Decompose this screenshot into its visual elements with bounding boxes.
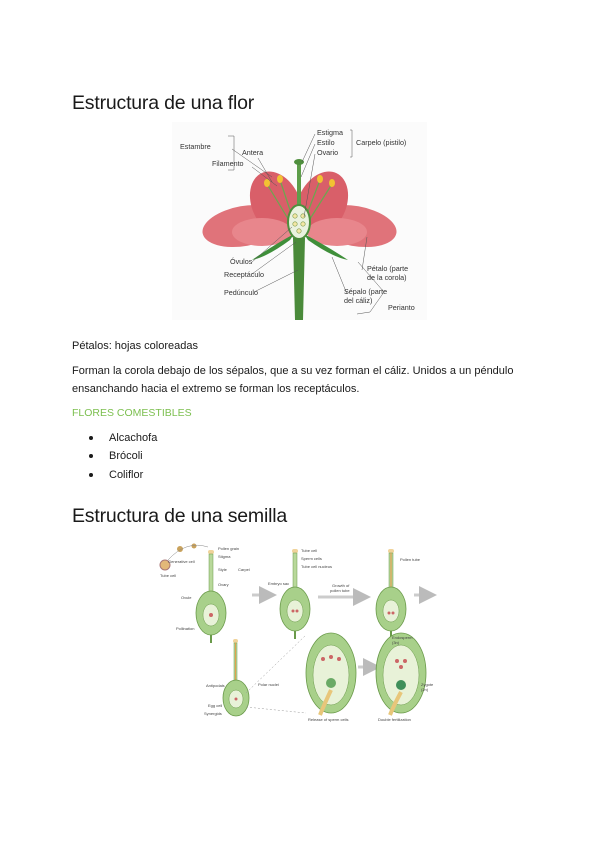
svg-text:Zygote: Zygote [421,682,434,687]
edible-flowers-heading: FLORES COMESTIBLES [72,407,192,419]
stigma [294,159,304,165]
svg-text:Pollen grain: Pollen grain [218,546,239,551]
style [297,164,301,214]
svg-text:Tube cell: Tube cell [301,548,317,553]
label-estambre: Estambre [180,142,211,151]
svg-text:Ovary: Ovary [218,582,229,587]
svg-text:Egg cell: Egg cell [208,703,222,708]
label-sepalo-2: del cáliz) [344,296,372,305]
sepal-left [252,234,294,260]
pollen-tube-panel [279,549,311,639]
svg-text:pollen tube: pollen tube [330,588,350,593]
label-estilo: Estilo [317,138,335,147]
label-ovario: Ovario [317,148,338,157]
label-estigma: Estigma [317,128,343,137]
svg-text:Growth of: Growth of [332,583,350,588]
svg-text:Ovule: Ovule [181,595,192,600]
anther [277,175,283,183]
section-title-flower: Estructura de una flor [72,92,255,114]
list-item: Brócoli [72,447,157,465]
embryo-sac-panel [222,639,250,717]
pollination-panel [159,543,227,643]
fertilization-illustration: Pollen grain Generative cell Tube cell S… [159,543,437,722]
sperm-release-panel [305,632,357,716]
svg-text:Embryo sac: Embryo sac [268,581,289,586]
ovary [287,204,311,240]
list-item: Coliflor [72,466,157,484]
svg-text:Endosperm: Endosperm [392,635,413,640]
tube-growth-panel [375,549,407,639]
anther [317,175,323,183]
svg-text:Tube cell: Tube cell [160,573,176,578]
svg-text:Generative cell: Generative cell [168,559,195,564]
list-item: Alcachofa [72,429,157,447]
anther [264,179,270,187]
stem [293,238,305,320]
svg-text:Release of sperm cells: Release of sperm cells [308,717,348,722]
section-title-seed: Estructura de una semilla [72,505,288,527]
label-receptaculo: Receptáculo [224,270,264,279]
flower-illustration: Estambre Antera Filamento Estigma Estilo… [180,128,415,320]
bullet [89,436,93,440]
label-carpelo: Carpelo (pistilo) [356,138,406,147]
label-petalo-2: de la corola) [367,273,407,282]
double-fertilization-panel [375,632,427,716]
svg-text:(3n): (3n) [392,640,400,645]
svg-text:Double fertilization: Double fertilization [378,717,411,722]
petal-front-left [232,218,292,246]
svg-text:Pollen tube: Pollen tube [400,557,421,562]
svg-text:Polar nuclei: Polar nuclei [258,682,279,687]
petals-definition: Pétalos: hojas coloreadas [72,340,198,352]
anther [329,179,335,187]
petals-description: Forman la corola debajo de los sépalos, … [72,365,514,395]
label-ovulos: Óvulos [230,257,253,266]
svg-text:Stigma: Stigma [218,554,231,559]
edible-flowers-list: Alcachofa Brócoli Coliflor [72,429,157,484]
svg-text:Sperm cells: Sperm cells [301,556,322,561]
svg-text:Tube cell nucleus: Tube cell nucleus [301,564,332,569]
bullet [89,454,93,459]
label-petalo-1: Pétalo (parte [367,264,408,273]
fertilization-diagram: Pollen grain Generative cell Tube cell S… [156,535,444,725]
label-antera: Antera [242,148,263,157]
svg-text:Antipodals: Antipodals [206,683,225,688]
svg-text:Synergids: Synergids [204,711,222,716]
svg-text:Pollination: Pollination [176,626,194,631]
label-sepalo-1: Sépalo (parte [344,287,387,296]
label-pedunculo: Pedúnculo [224,288,258,297]
svg-text:(2n): (2n) [421,687,429,692]
petal-front-right [307,218,367,246]
label-perianto: Perianto [388,303,415,312]
label-filamento: Filamento [212,159,244,168]
flower-diagram: Estambre Antera Filamento Estigma Estilo… [172,122,427,320]
bullet [89,472,93,477]
svg-text:Carpel: Carpel [238,567,250,572]
svg-text:Style: Style [218,567,228,572]
sepal-right [304,234,348,260]
